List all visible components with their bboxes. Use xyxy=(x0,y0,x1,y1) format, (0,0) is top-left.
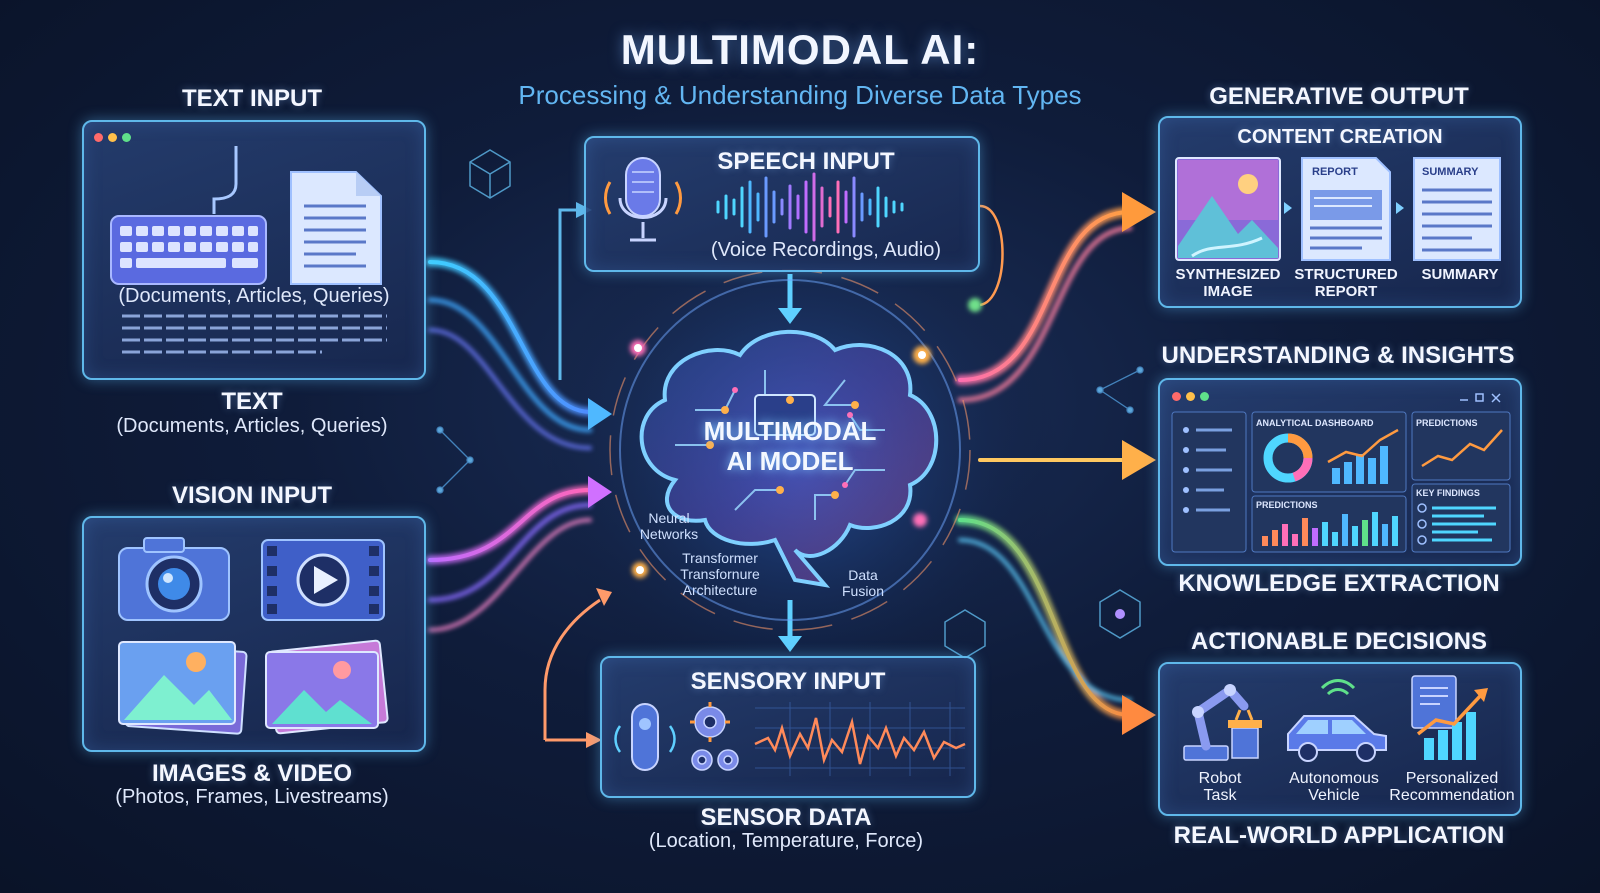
speech-input-caption: (Voice Recordings, Audio) xyxy=(710,239,942,261)
transformer-label: Transformer Transfornure Architecture xyxy=(680,550,760,598)
keyboard-document-icon xyxy=(110,146,382,285)
model-title-line2: AI MODEL xyxy=(726,446,854,476)
images-video-caption: (Photos, Frames, Livestreams) xyxy=(115,786,389,808)
predictions-label-bottom: PREDICTIONS xyxy=(1256,500,1318,510)
window-dots xyxy=(94,129,136,147)
real-world-application-label: REAL-WORLD APPLICATION xyxy=(1173,822,1505,849)
report-tag: REPORT xyxy=(1312,166,1358,178)
actionable-decisions-heading: ACTIONABLE DECISIONS xyxy=(1190,628,1487,655)
microphone-waveform-icon xyxy=(604,157,904,242)
vision-input-panel xyxy=(82,516,426,752)
camera-video-images-icon xyxy=(118,537,389,735)
understanding-panel: ANALYTICAL DASHBOARD PREDICTIONS PREDICT… xyxy=(1158,378,1522,566)
page-subtitle: Processing & Understanding Diverse Data … xyxy=(518,80,1082,110)
model-title-line1: MULTIMODAL xyxy=(703,416,877,446)
text-label: TEXT xyxy=(221,388,283,415)
page-title: MULTIMODAL AI: xyxy=(620,26,980,73)
neural-networks-label: Neural Networks xyxy=(639,510,699,542)
sensor-data-label: SENSOR DATA xyxy=(700,804,872,831)
text-input-panel-caption: (Documents, Articles, Queries) xyxy=(118,285,390,307)
sensory-input-heading: SENSORY INPUT xyxy=(690,668,886,695)
robot-car-chart-icons xyxy=(1183,675,1488,762)
sensor-data-caption: (Location, Temperature, Force) xyxy=(648,830,924,852)
speech-input-panel: SPEECH INPUT (Voice Recordings, Audio) xyxy=(584,136,980,272)
understanding-heading: UNDERSTANDING & INSIGHTS xyxy=(1161,342,1515,369)
knowledge-extraction-label: KNOWLEDGE EXTRACTION xyxy=(1178,570,1500,597)
content-creation-icons xyxy=(1175,157,1501,261)
dashboard-window-dots xyxy=(1172,388,1214,406)
text-label-caption: (Documents, Articles, Queries) xyxy=(116,415,388,437)
predictions-label-top: PREDICTIONS xyxy=(1416,418,1478,428)
text-lines-icon xyxy=(122,314,387,354)
speech-input-heading: SPEECH INPUT xyxy=(717,148,895,175)
summary-label: SUMMARY xyxy=(1421,266,1499,283)
images-video-label: IMAGES & VIDEO xyxy=(151,760,353,787)
generative-output-heading: GENERATIVE OUTPUT xyxy=(1209,83,1469,110)
data-fusion-label: Data Fusion xyxy=(841,567,885,599)
summary-tag: SUMMARY xyxy=(1422,166,1479,178)
analytical-dashboard-label: ANALYTICAL DASHBOARD xyxy=(1256,418,1374,428)
sensor-gear-signal-icon xyxy=(614,702,966,776)
vision-input-heading: VISION INPUT xyxy=(171,482,333,509)
text-input-heading: TEXT INPUT xyxy=(181,85,322,112)
text-input-panel: (Documents, Articles, Queries) xyxy=(82,120,426,380)
generative-output-panel: CONTENT CREATION REPORT SUMMARY SYNTHESI… xyxy=(1158,116,1522,308)
key-findings-label: KEY FINDINGS xyxy=(1416,488,1480,498)
content-creation-title: CONTENT CREATION xyxy=(1237,126,1443,148)
brain-icon xyxy=(639,329,939,588)
analytical-dashboard-icon xyxy=(1171,393,1511,553)
sensory-input-panel: SENSORY INPUT xyxy=(600,656,976,798)
